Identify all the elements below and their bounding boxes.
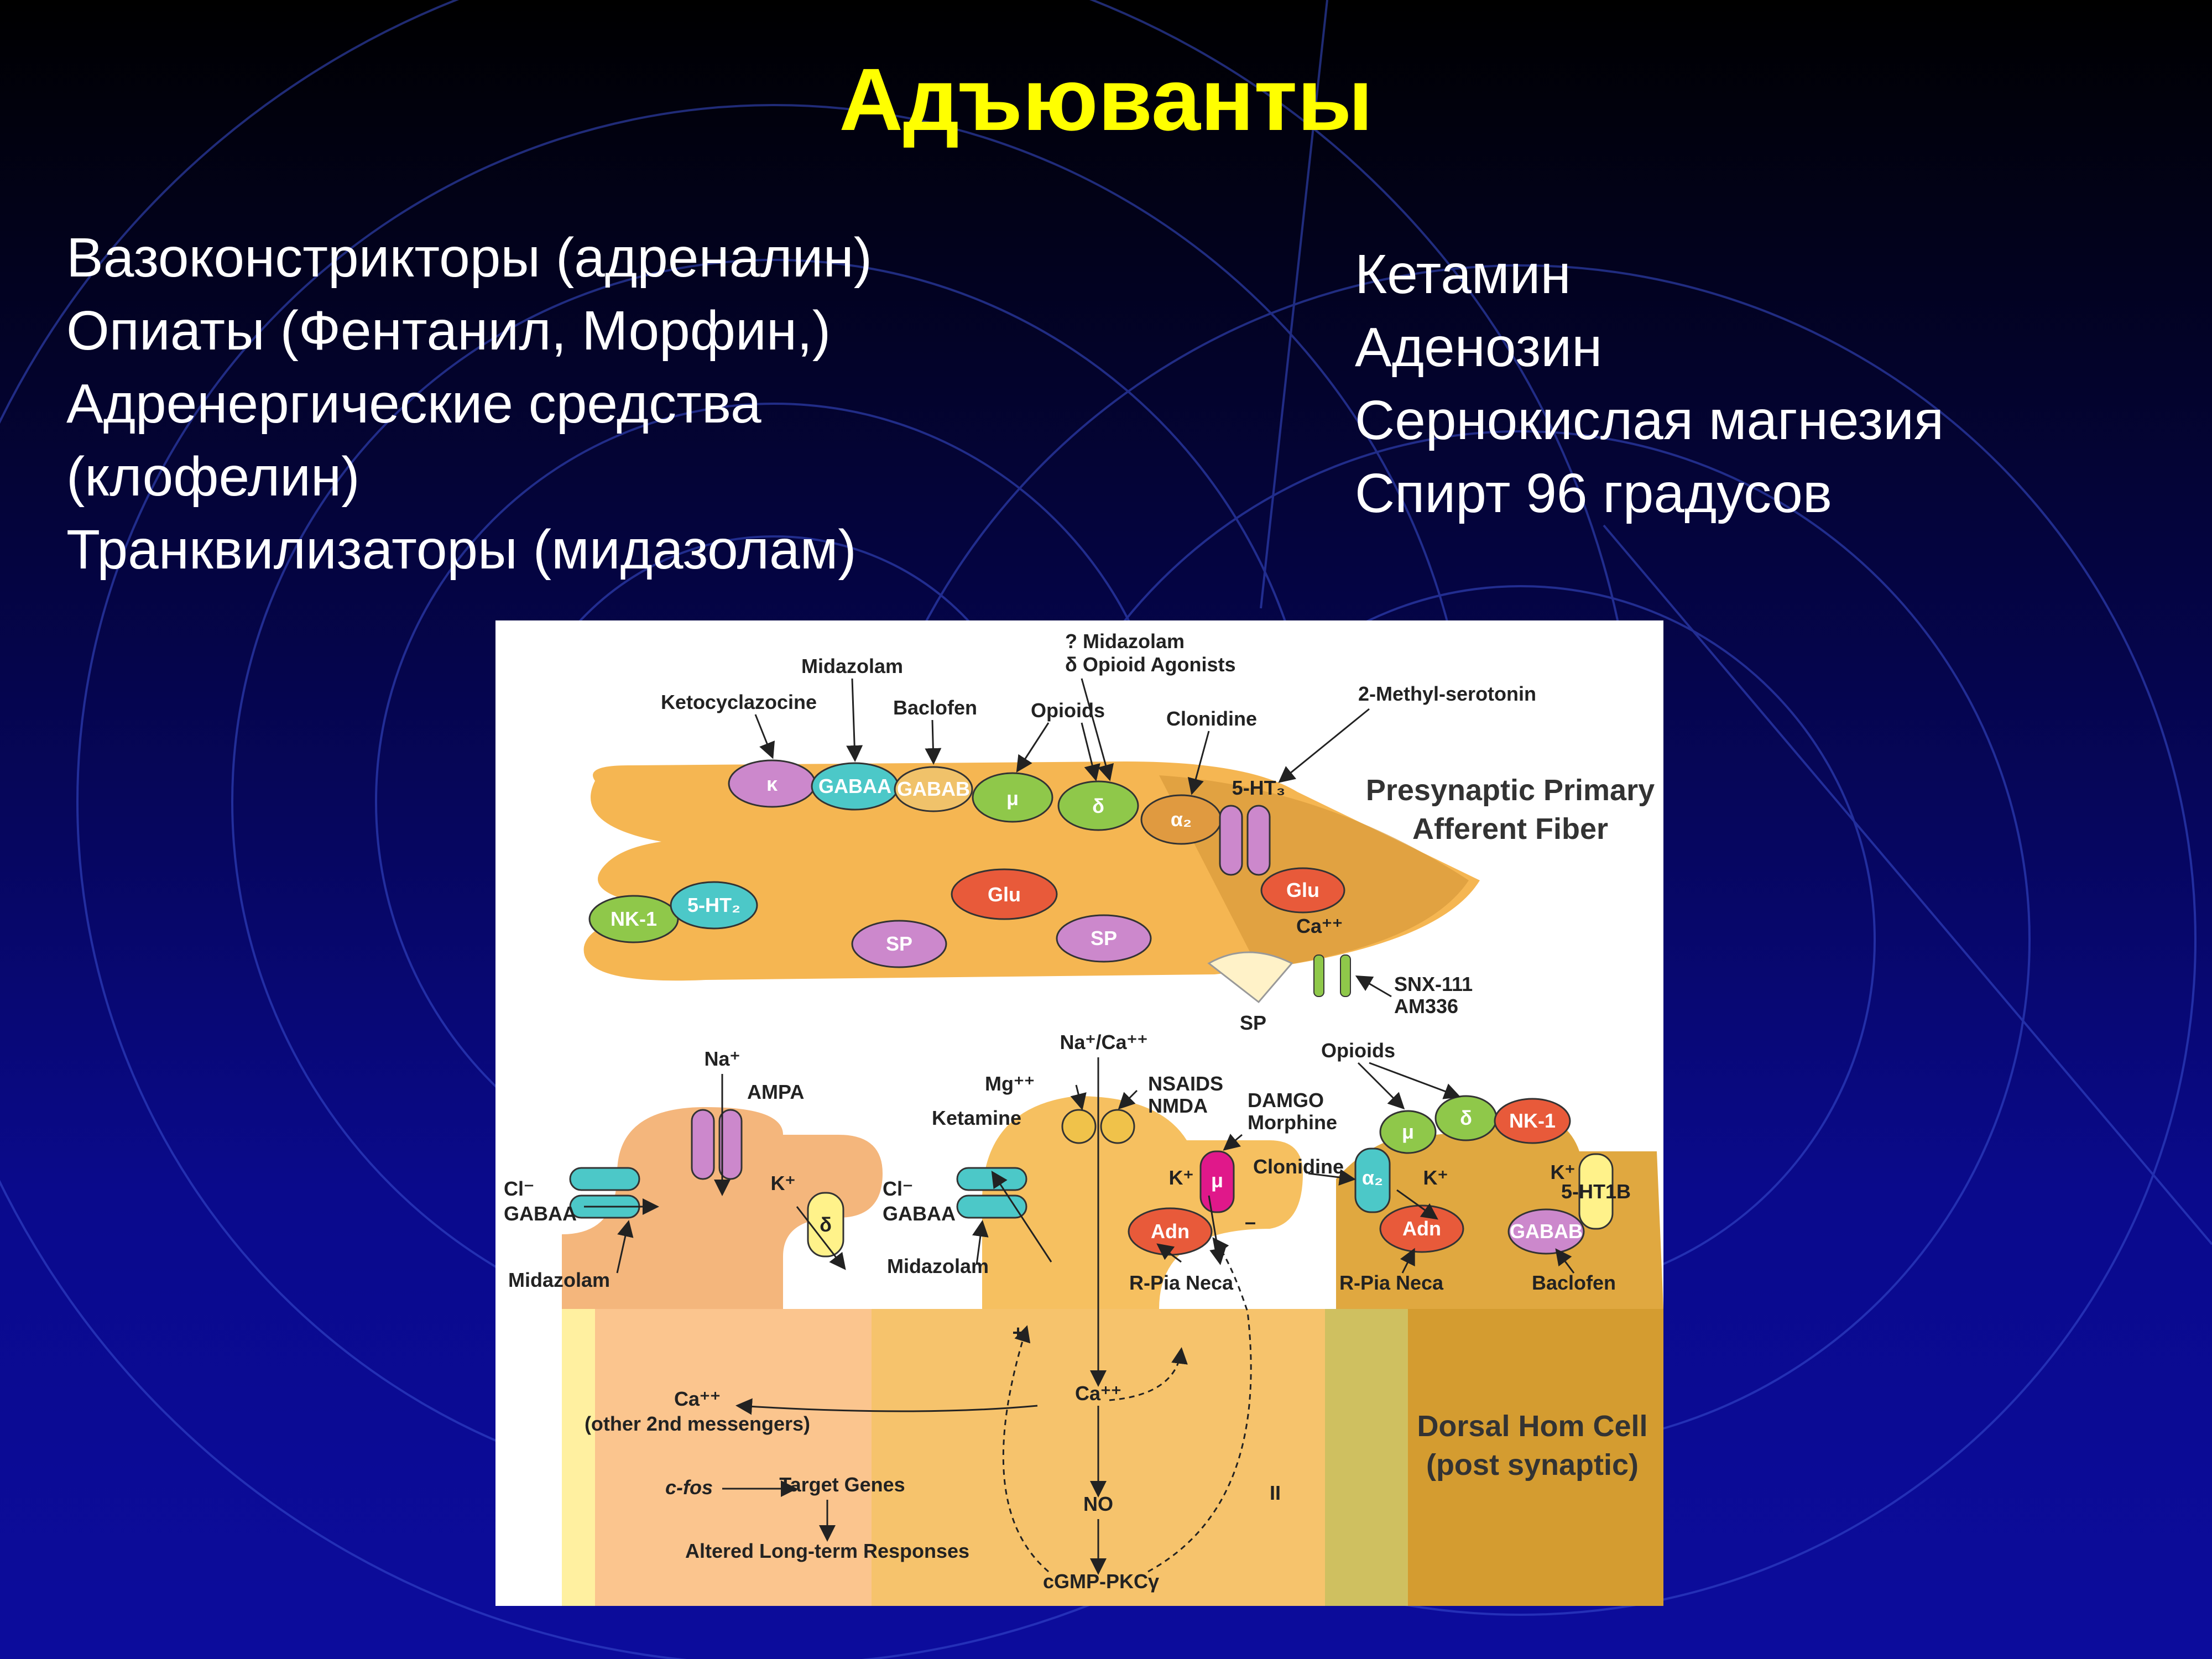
right-list-item: Спирт 96 градусов xyxy=(1355,462,1833,524)
receptor-adn-mid: Adn xyxy=(1151,1220,1190,1243)
label-opioids-top: Opioids xyxy=(1031,699,1105,722)
label-mg: Mg⁺⁺ xyxy=(985,1072,1035,1095)
label-r-pia-mid: R-Pia Neca xyxy=(1129,1271,1234,1294)
right-list-item: Кетамин xyxy=(1355,243,1571,305)
label-minus: – xyxy=(1245,1211,1256,1233)
receptor-alpha2: α₂ xyxy=(1171,808,1192,831)
label-midazolam-top: Midazolam xyxy=(801,655,903,677)
label-k-mid: K⁺ xyxy=(1169,1166,1194,1189)
label-midazolam-left: Midazolam xyxy=(508,1269,610,1291)
label-postsynaptic-subtitle: (post synaptic) xyxy=(1426,1448,1639,1481)
receptor-mu: μ xyxy=(1006,787,1019,810)
presynaptic-arrows xyxy=(754,678,1392,998)
label-snx111: SNX-111 xyxy=(1394,973,1473,995)
label-baclofen-top: Baclofen xyxy=(893,696,977,719)
label-presynaptic-title: Presynaptic Primary xyxy=(1366,774,1655,807)
vesicle-sp-2: SP xyxy=(1091,927,1117,950)
label-opioids-right: Opioids xyxy=(1321,1039,1395,1062)
label-clonidine-right: Clonidine xyxy=(1253,1155,1344,1178)
label-na-ca: Na⁺/Ca⁺⁺ xyxy=(1060,1031,1147,1053)
receptor-delta-right: δ xyxy=(1460,1107,1472,1129)
label-midazolam-mid: Midazolam xyxy=(887,1255,989,1277)
left-list-item: (клофелин) xyxy=(66,446,360,508)
receptor-mu-right: μ xyxy=(1402,1120,1414,1143)
right-list: Кетамин Аденозин Сернокислая магнезия Сп… xyxy=(1355,238,2184,530)
postsynaptic-arrows xyxy=(584,1057,1575,1575)
receptor-gaba-b: GABAB xyxy=(897,778,970,800)
label-k-right-2: K⁺ xyxy=(1551,1161,1575,1183)
label-nmda: NMDA xyxy=(1148,1094,1208,1117)
label-ca-center: Ca⁺⁺ xyxy=(1075,1382,1121,1405)
synapse-diagram: κ GABAA GABAB μ δ α₂ 5-HT₃ NK-1 5-HT₂ xyxy=(495,620,1663,1606)
label-ketocyclazocine: Ketocyclazocine xyxy=(661,691,817,713)
receptor-delta-left: δ xyxy=(820,1213,832,1236)
label-ampa: AMPA xyxy=(747,1081,804,1103)
left-list: Вазоконстрикторы (адреналин) Опиаты (Фен… xyxy=(66,221,1040,586)
label-c-fos: c-fos xyxy=(665,1476,713,1499)
receptor-gaba-b-right: GABAB xyxy=(1510,1220,1583,1243)
synapse-diagram-svg: κ GABAA GABAB μ δ α₂ 5-HT₃ NK-1 5-HT₂ xyxy=(504,630,1663,1606)
label-ca-other: Ca⁺⁺ xyxy=(674,1387,721,1410)
label-pathway-two: II xyxy=(1270,1481,1281,1504)
label-clonidine-top: Clonidine xyxy=(1166,707,1257,730)
label-r-pia-right: R-Pia Neca xyxy=(1339,1271,1444,1294)
label-presynaptic-subtitle: Afferent Fiber xyxy=(1412,812,1608,846)
label-baclofen-right: Baclofen xyxy=(1532,1271,1616,1294)
label-altered-responses: Altered Long-term Responses xyxy=(685,1540,969,1562)
postsynaptic-labels: Na⁺ AMPA Cl⁻ GABAA K⁺ Midazolam Na⁺/Ca⁺⁺… xyxy=(504,1031,1648,1593)
receptor-nk1-right: NK-1 xyxy=(1509,1109,1556,1132)
left-list-item: Опиаты (Фентанил, Морфин,) xyxy=(66,300,831,362)
receptor-mu-mid: μ xyxy=(1211,1169,1223,1192)
receptor-nk1: NK-1 xyxy=(611,907,657,930)
left-list-item: Транквилизаторы (мидазолам) xyxy=(66,519,857,581)
label-cl-left: Cl⁻ xyxy=(504,1177,534,1200)
receptor-5ht2: 5-HT₂ xyxy=(687,894,740,916)
receptor-5ht1b: 5-HT1B xyxy=(1561,1180,1631,1203)
label-am336: AM336 xyxy=(1394,995,1458,1018)
label-postsynaptic-title: Dorsal Hom Cell xyxy=(1417,1410,1647,1443)
receptor-gaba-a: GABAA xyxy=(818,775,891,797)
label-k-left: K⁺ xyxy=(771,1172,796,1194)
left-list-item: Адренергические средства xyxy=(66,373,761,435)
label-no: NO xyxy=(1083,1493,1113,1515)
presynaptic-ca: Ca⁺⁺ xyxy=(1296,915,1343,937)
label-damgo: DAMGO xyxy=(1248,1089,1324,1112)
label-cgmp: cGMP-PKCγ xyxy=(1043,1570,1159,1593)
label-ketamine: Ketamine xyxy=(932,1107,1021,1129)
receptor-adn-right: Adn xyxy=(1402,1217,1441,1240)
receptor-alpha2-right: α₂ xyxy=(1362,1166,1383,1189)
label-other-messengers: (other 2nd messengers) xyxy=(585,1412,810,1435)
label-gaba-a-mid: GABAA xyxy=(883,1202,956,1225)
vesicle-glu-2: Glu xyxy=(1286,879,1319,901)
label-target-genes: Target Genes xyxy=(779,1473,905,1496)
label-plus: + xyxy=(1012,1321,1024,1344)
receptor-5ht3: 5-HT₃ xyxy=(1232,776,1286,799)
slide-title: Адъюванты xyxy=(839,50,1373,149)
presynaptic-receptors: κ GABAA GABAB μ δ α₂ 5-HT₃ NK-1 5-HT₂ xyxy=(588,759,1351,1004)
label-delta-agonists: δ Opioid Agonists xyxy=(1065,653,1235,676)
receptor-kappa: κ xyxy=(766,773,778,795)
postsynaptic-cell xyxy=(562,1096,1663,1606)
label-sp-release: SP xyxy=(1240,1011,1266,1034)
label-midazolam-question: ? Midazolam xyxy=(1065,630,1185,653)
vesicle-glu-1: Glu xyxy=(988,883,1021,906)
label-nsaid: NSAIDS xyxy=(1148,1072,1223,1095)
right-list-item: Аденозин xyxy=(1355,316,1603,378)
right-list-item: Сернокислая магнезия xyxy=(1355,389,1944,451)
presynaptic-labels: Ketocyclazocine Midazolam Baclofen Opioi… xyxy=(661,630,1655,1034)
postsynaptic-receptors: δ μ Adn α₂ μ δ NK-1 Adn GABA xyxy=(569,1095,1631,1258)
vesicle-sp-1: SP xyxy=(886,932,912,955)
left-list-item: Вазоконстрикторы (адреналин) xyxy=(66,227,873,289)
label-k-right-1: K⁺ xyxy=(1423,1166,1448,1189)
label-na-left: Na⁺ xyxy=(704,1047,740,1070)
label-methyl-serotonin: 2-Methyl-serotonin xyxy=(1358,682,1536,705)
label-gaba-a-left: GABAA xyxy=(504,1202,577,1225)
label-morphine: Morphine xyxy=(1248,1111,1337,1134)
label-cl-mid: Cl⁻ xyxy=(883,1177,913,1200)
receptor-delta: δ xyxy=(1092,795,1104,817)
